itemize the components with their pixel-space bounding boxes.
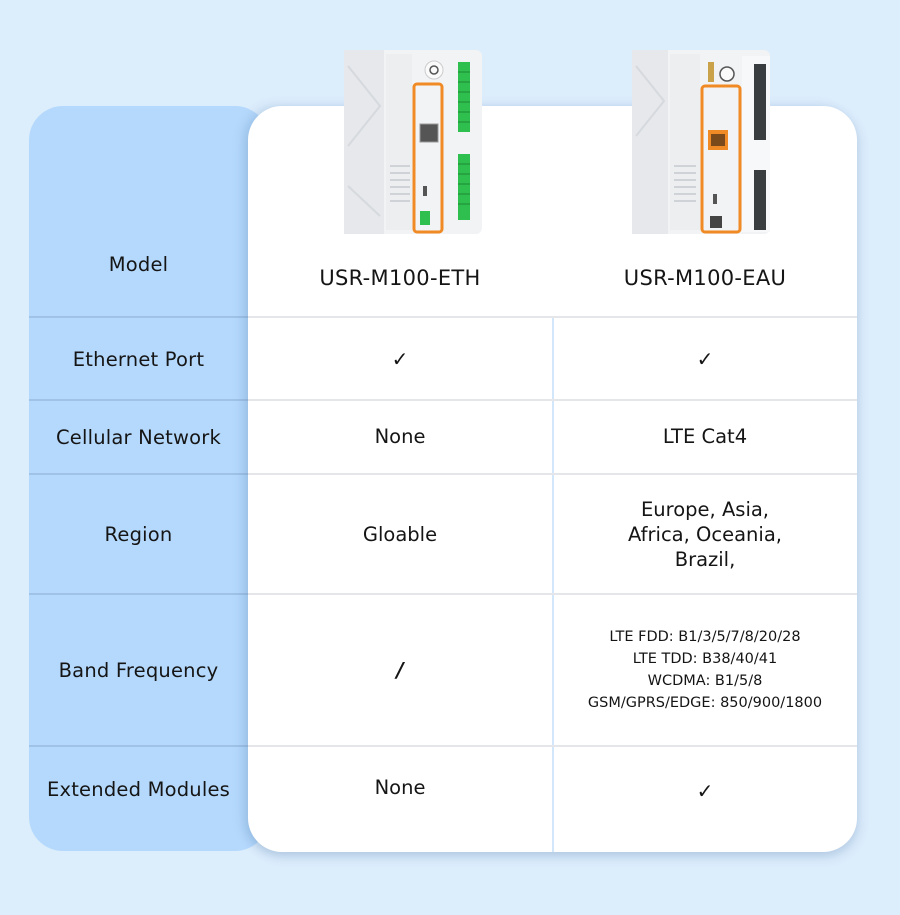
cell-eau-extended-modules: ✓ [553,747,857,835]
region-line: Brazil, [674,547,736,571]
check-icon: ✓ [696,778,714,803]
row-label-extended-modules: Extended Modules [46,777,231,801]
row-divider [29,473,248,475]
cell-eau-region: Europe, Asia, Africa, Oceania, Brazil, [553,475,857,593]
cell-eau-ethernet-port: ✓ [553,318,857,400]
row-divider [29,745,248,747]
band-line: LTE FDD: B1/3/5/7/8/20/28 [609,629,801,645]
not-applicable-slash: / [396,657,404,682]
region-line: Africa, Oceania, [628,522,782,546]
band-line: WCDMA: B1/5/8 [647,673,763,689]
row-label-model: Model [108,253,169,276]
region-line: Europe, Asia, [640,497,770,521]
product-name-eau: USR-M100-EAU [623,265,787,290]
row-divider [248,473,857,475]
product-name-eth: USR-M100-ETH [319,265,481,290]
row-label-band-frequency: Band Frequency [58,659,219,682]
region-line: Gloable [362,522,438,546]
cell-eth-extended-modules: None [374,775,426,799]
column-divider [552,318,554,852]
row-divider [248,399,857,401]
row-divider [248,316,857,318]
row-label-region: Region [104,523,173,546]
device-eau-image [632,50,770,234]
check-icon: ✓ [391,346,409,371]
cell-eth-cellular-network: None [374,424,426,448]
row-divider [29,593,248,595]
band-line: GSM/GPRS/EDGE: 850/900/1800 [587,695,823,711]
cell-eth-band-frequency: / [248,595,552,745]
check-icon: ✓ [696,346,714,371]
row-divider [29,399,248,401]
row-label-cellular-network: Cellular Network [55,426,221,449]
cell-eau-band-frequency: LTE FDD: B1/3/5/7/8/20/28 LTE TDD: B38/4… [553,595,857,745]
cell-eau-cellular-network: LTE Cat4 [662,424,748,448]
row-divider [248,593,857,595]
row-divider [29,316,248,318]
row-label-ethernet-port: Ethernet Port [72,347,205,371]
band-line: LTE TDD: B38/40/41 [632,651,778,667]
cell-eth-region: Gloable [248,475,552,593]
cell-eth-ethernet-port: ✓ [248,318,552,400]
row-label-panel: Model Ethernet Port Cellular Network Reg… [29,106,269,851]
row-divider [248,745,857,747]
device-eth-image [344,50,482,234]
